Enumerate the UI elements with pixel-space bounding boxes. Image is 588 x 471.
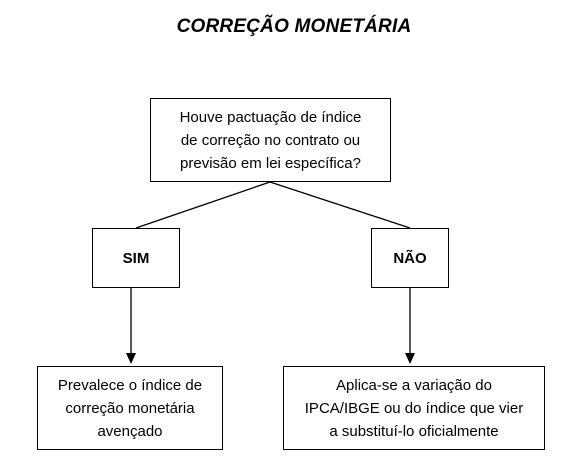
connector-question-to-nao [269, 181, 411, 229]
yes-outcome-box: Prevalece o índice de correção monetária… [37, 366, 223, 450]
question-box: Houve pactuação de índice de correção no… [150, 98, 391, 182]
connector-question-to-sim [135, 181, 271, 229]
no-outcome-text: Aplica-se a variação do IPCA/IBGE ou do … [304, 376, 524, 440]
no-label: NÃO [393, 249, 427, 267]
no-outcome-box: Aplica-se a variação do IPCA/IBGE ou do … [283, 366, 545, 450]
no-box: NÃO [371, 228, 449, 288]
arrowhead-sim [126, 353, 136, 364]
diagram-title: CORREÇÃO MONETÁRIA [176, 16, 412, 37]
yes-outcome-text: Prevalece o índice de correção monetária… [57, 376, 203, 440]
yes-label: SIM [122, 249, 150, 267]
arrowhead-nao [405, 353, 415, 364]
question-text: Houve pactuação de índice de correção no… [179, 108, 362, 172]
yes-box: SIM [92, 228, 180, 288]
